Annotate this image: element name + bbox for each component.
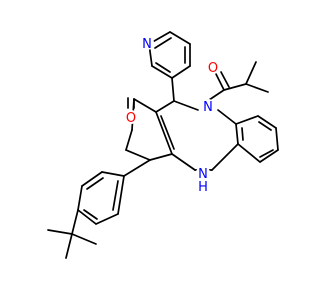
amide-n-atom: N: [201, 99, 215, 115]
pyridine-ring: [148, 31, 191, 79]
pyridine-n-label: N: [142, 37, 152, 52]
amine-h-label: H: [198, 180, 208, 195]
amide-n-label: N: [203, 100, 213, 115]
amide-o-atom: O: [206, 60, 220, 76]
ketone-group: [127, 97, 135, 109]
molecule-structure: N O O N N H: [47, 31, 279, 259]
ketone-o-atom: O: [124, 110, 138, 126]
molecule-canvas: N O O N N H: [47, 31, 279, 259]
pyridine-n-atom: N: [140, 36, 154, 52]
ketone-o-label: O: [126, 111, 136, 126]
amine-nh-atom: N H: [196, 166, 210, 195]
tert-butylphenyl-group: [47, 159, 151, 259]
benzo-ring: [235, 115, 279, 163]
amine-n-label: N: [198, 167, 208, 182]
amide-o-label: O: [208, 61, 218, 76]
